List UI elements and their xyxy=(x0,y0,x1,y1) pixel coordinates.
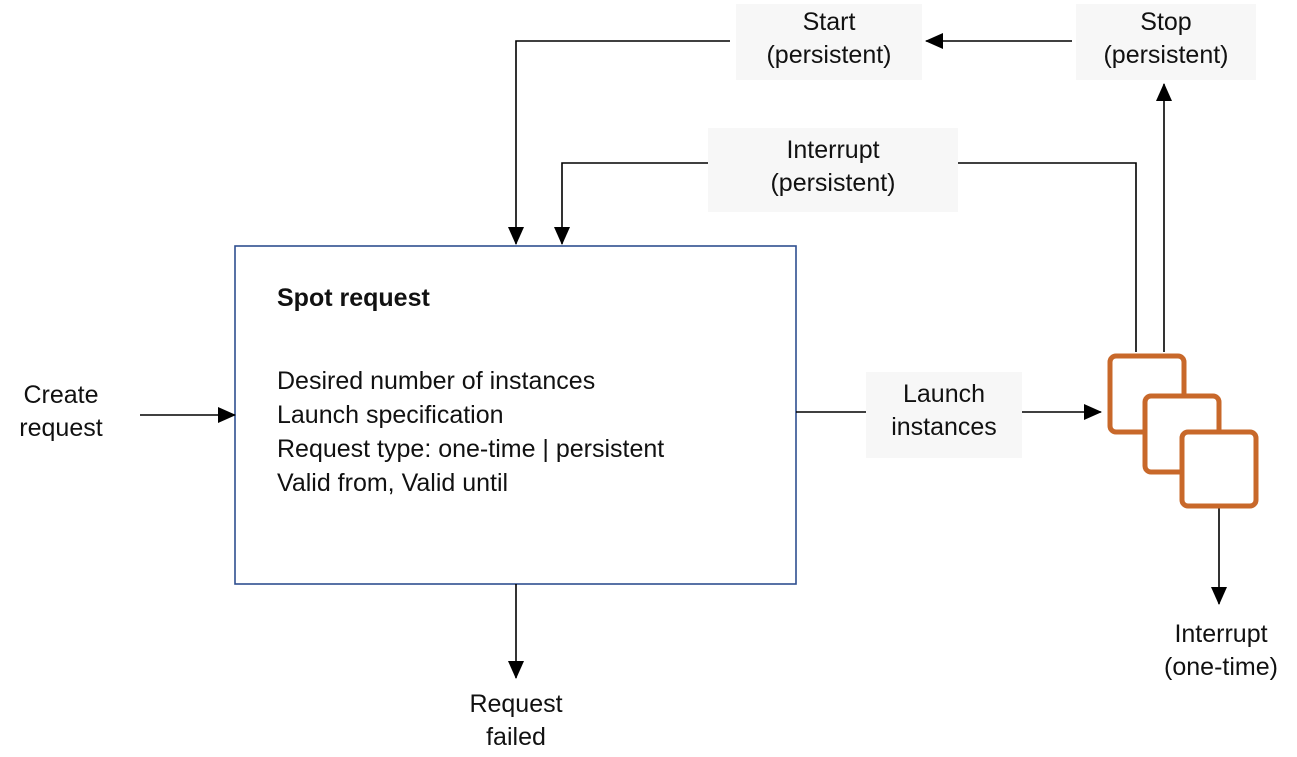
label-line: Create xyxy=(23,381,99,409)
launch-instances-label: Launch instances xyxy=(866,372,1022,458)
label-line: (one-time) xyxy=(1164,653,1278,681)
label-line: Launch xyxy=(902,380,986,408)
spot-request-details: Desired number of instances Launch speci… xyxy=(277,364,664,500)
ec2-instances-icon xyxy=(1107,353,1259,509)
label-line: instances xyxy=(891,413,997,441)
label-line: Start xyxy=(802,8,856,36)
label-line: (persistent) xyxy=(770,169,896,197)
interrupt-persistent-label: Interrupt (persistent) xyxy=(708,128,958,212)
instance-square-3 xyxy=(1179,429,1259,509)
start-persistent-arrow xyxy=(508,40,730,245)
label-line: Request xyxy=(469,690,563,718)
label-line: Interrupt xyxy=(1174,620,1268,648)
interrupt-one-time-label: Interrupt (one-time) xyxy=(1136,618,1297,684)
instances-to-interrupt-persistent-line xyxy=(958,162,1137,352)
detail-line: Launch specification xyxy=(277,401,504,429)
spot-request-title: Spot request xyxy=(277,284,430,312)
request-failed-label: Request failed xyxy=(436,688,596,754)
start-persistent-label: Start (persistent) xyxy=(736,4,922,80)
label-line: Stop xyxy=(1140,8,1192,36)
stop-persistent-label: Stop (persistent) xyxy=(1076,4,1256,80)
detail-line: Valid from, Valid until xyxy=(277,469,509,497)
create-request-label: Create request xyxy=(2,379,120,445)
interrupt-persistent-arrow xyxy=(554,162,712,245)
label-line: request xyxy=(19,414,103,442)
detail-line: Request type: one-time | persistent xyxy=(277,435,665,463)
label-line: Interrupt xyxy=(786,136,880,164)
label-line: failed xyxy=(486,723,546,751)
label-line: (persistent) xyxy=(766,41,892,69)
detail-line: Desired number of instances xyxy=(277,367,596,395)
label-line: (persistent) xyxy=(1103,41,1229,69)
